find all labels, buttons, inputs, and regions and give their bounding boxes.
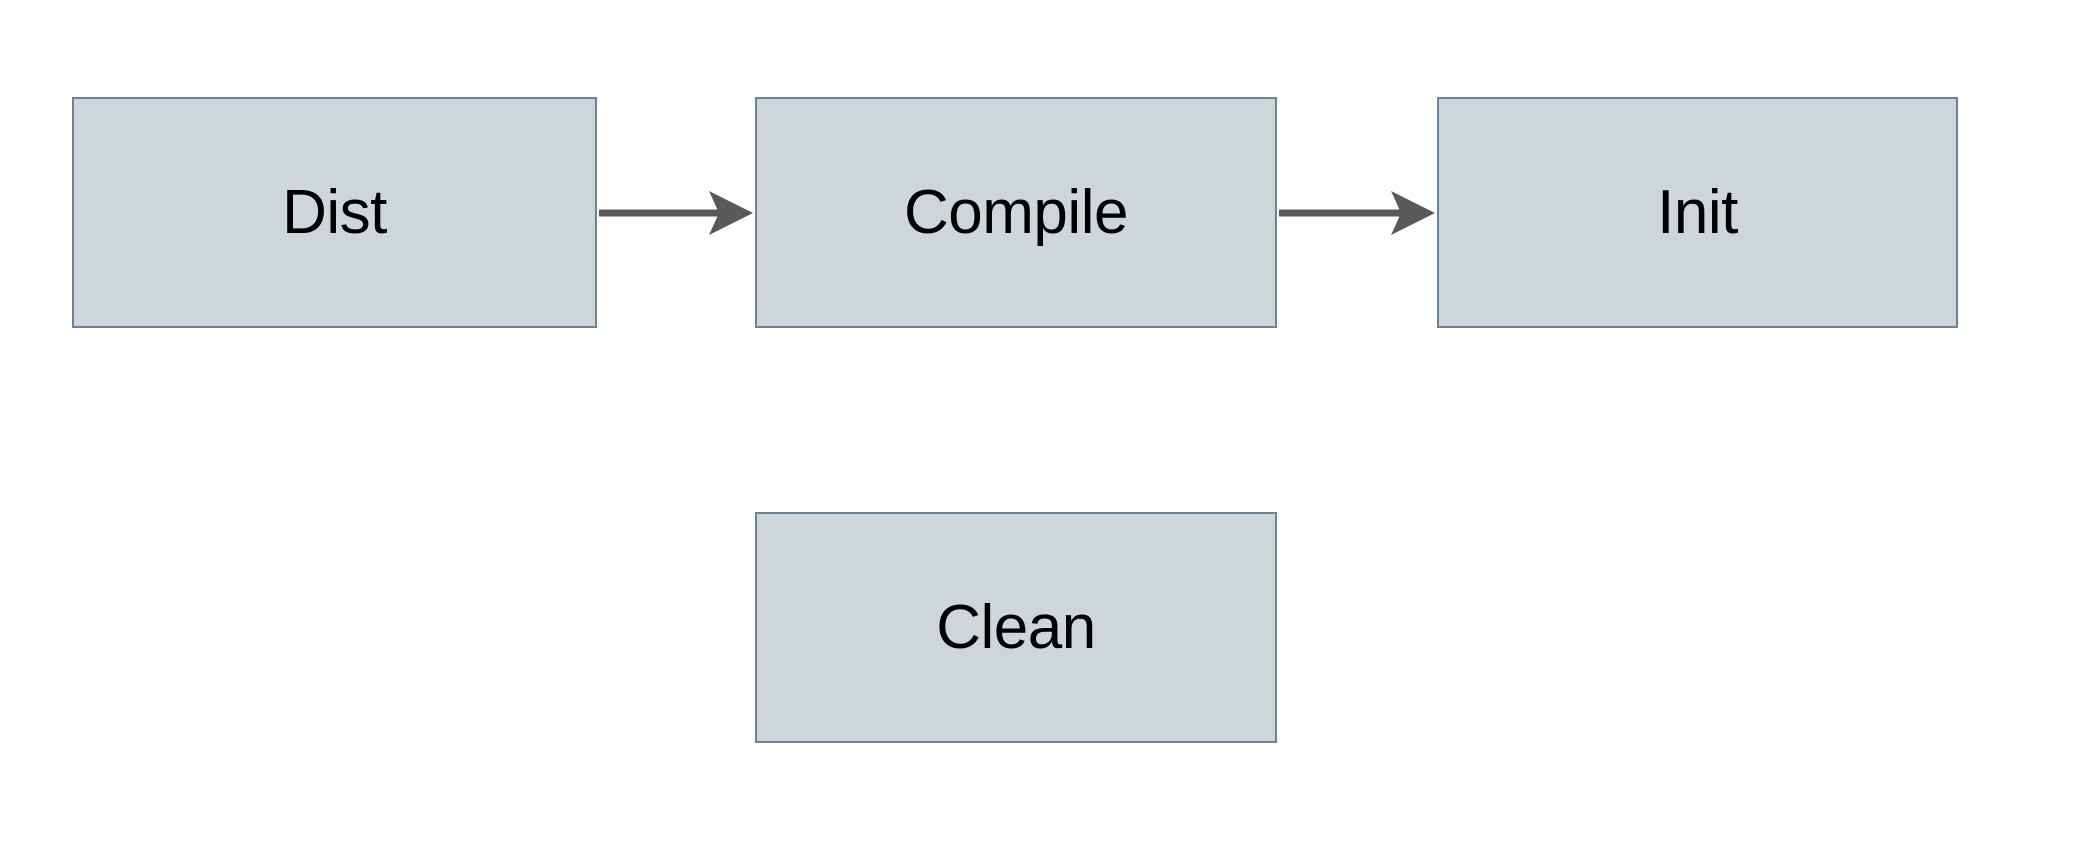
node-clean[interactable]: Clean bbox=[755, 512, 1277, 743]
node-dist-label: Dist bbox=[282, 177, 387, 247]
node-compile-label: Compile bbox=[904, 177, 1128, 247]
node-clean-label: Clean bbox=[936, 592, 1096, 662]
edge-dist-to-compile[interactable] bbox=[599, 191, 753, 235]
edge-compile-to-init[interactable] bbox=[1279, 191, 1435, 235]
node-init[interactable]: Init bbox=[1437, 97, 1958, 328]
edge-compile-to-init-arrowhead bbox=[1391, 191, 1435, 235]
node-init-label: Init bbox=[1657, 177, 1738, 247]
node-compile[interactable]: Compile bbox=[755, 97, 1277, 328]
edge-dist-to-compile-arrowhead bbox=[709, 191, 753, 235]
node-dist[interactable]: Dist bbox=[72, 97, 597, 328]
